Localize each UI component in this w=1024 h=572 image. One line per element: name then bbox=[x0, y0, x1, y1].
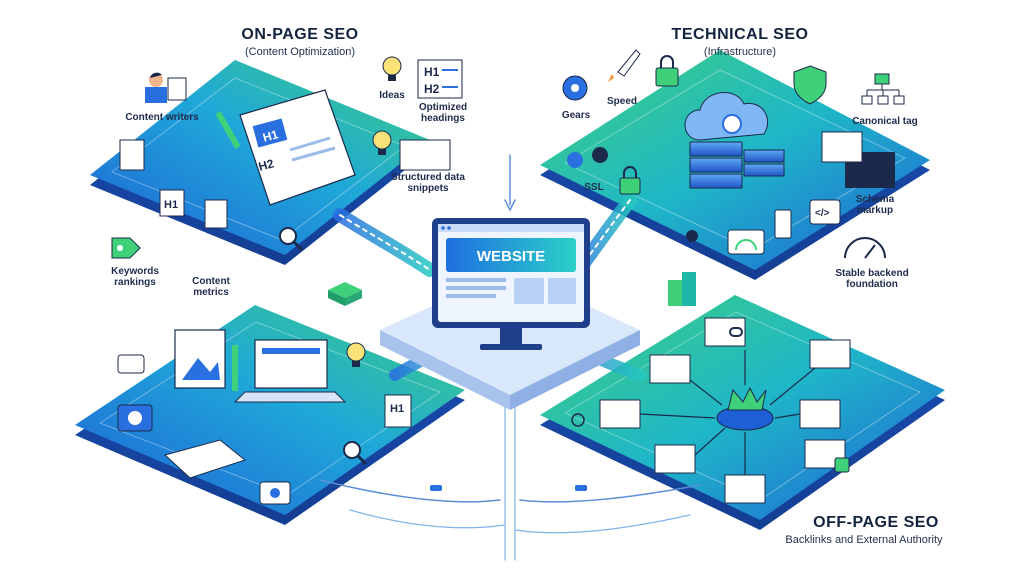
bug-icon bbox=[686, 230, 698, 242]
backlink-page-6-icon bbox=[799, 399, 841, 429]
document-icon bbox=[167, 77, 187, 101]
svg-text:H1: H1 bbox=[424, 65, 440, 79]
chat-bubble-icon bbox=[117, 354, 145, 374]
label-content-metrics: Content metrics bbox=[192, 276, 230, 298]
h2-tag: H2 bbox=[257, 156, 276, 174]
gear-2-icon bbox=[567, 147, 608, 168]
laptop-icon bbox=[233, 339, 347, 403]
gear-icon bbox=[562, 75, 588, 101]
technical-icons: </> bbox=[562, 49, 905, 259]
server-icon bbox=[689, 141, 785, 189]
backlink-page-7-icon bbox=[809, 339, 851, 369]
label-content-writers: Content writers bbox=[125, 112, 199, 123]
label-canonical: Canonical tag bbox=[852, 116, 918, 127]
link-arrows bbox=[639, 350, 816, 475]
image-frame-icon bbox=[174, 329, 226, 389]
onpage-title: ON-PAGE SEO bbox=[241, 26, 359, 43]
speed-gauge-icon bbox=[727, 229, 765, 255]
pencil-2-icon bbox=[232, 345, 238, 391]
technical-subtitle: (Infrastructure) bbox=[703, 46, 777, 58]
content-icons: H1 bbox=[117, 329, 412, 505]
metrics-doc-icon bbox=[204, 199, 228, 229]
onpage-icons: H1 H2 H1 H2 H1 bbox=[111, 56, 463, 259]
website-label: WEBSITE bbox=[477, 248, 545, 265]
h1-tag: H1 bbox=[261, 127, 280, 145]
chain-link-icon bbox=[729, 327, 743, 337]
gauge-icon bbox=[844, 237, 886, 259]
camera-icon bbox=[117, 404, 153, 432]
magnifier-icon bbox=[279, 227, 304, 252]
backlink-page-5-icon bbox=[724, 474, 766, 504]
center-website: WEBSITE bbox=[380, 218, 640, 410]
h1-h2-card-icon: H1 H2 bbox=[417, 59, 463, 99]
offpage-title: OFF-PAGE SEO bbox=[813, 514, 939, 531]
label-speed: Speed bbox=[606, 96, 637, 107]
label-gears: Gears bbox=[561, 110, 591, 121]
sitemap-icon bbox=[861, 73, 905, 105]
ssl-lock-icon bbox=[619, 166, 641, 195]
offpage-icons bbox=[571, 317, 851, 504]
decor-cubes bbox=[328, 272, 696, 306]
label-ssl: SSL bbox=[584, 182, 604, 193]
label-structured-data: Structured data snippets bbox=[391, 172, 465, 194]
backlink-page-2-icon bbox=[649, 354, 691, 384]
lightbulb-icon bbox=[382, 56, 402, 81]
label-stable: Stable backend foundation bbox=[835, 268, 909, 290]
lightbulb-3-icon bbox=[346, 342, 366, 367]
schema-code-icon: </> bbox=[809, 199, 841, 225]
globe-icon bbox=[571, 413, 585, 427]
onpage-subtitle: (Content Optimization) bbox=[244, 46, 356, 58]
technical-title: TECHNICAL SEO bbox=[671, 26, 809, 43]
mobile-icon bbox=[774, 209, 792, 239]
rocket-icon bbox=[608, 49, 641, 82]
label-keywords: Keywords rankings bbox=[111, 266, 159, 288]
label-ideas: Ideas bbox=[379, 90, 405, 101]
lock-icon bbox=[655, 55, 679, 87]
crown-icon bbox=[716, 386, 774, 431]
svg-text:H2: H2 bbox=[424, 82, 440, 96]
backlink-page-4-icon bbox=[654, 444, 696, 474]
cloud-icon bbox=[684, 92, 769, 141]
pencil-icon bbox=[215, 111, 241, 149]
h1-doc-icon bbox=[384, 394, 412, 428]
content-writer-icon bbox=[145, 72, 167, 103]
lightbulb-2-icon bbox=[372, 130, 392, 155]
headings-document-icon: H1 H2 bbox=[239, 89, 356, 206]
label-optimized-headings: Optimized headings bbox=[418, 102, 468, 124]
svg-text:H1: H1 bbox=[390, 403, 404, 415]
offpage-subtitle: Backlinks and External Authority bbox=[785, 534, 943, 546]
svg-text:H1: H1 bbox=[164, 199, 178, 211]
backlink-page-1-icon bbox=[704, 317, 746, 347]
code-snippet-icon bbox=[399, 139, 451, 171]
svg-text:</>: </> bbox=[815, 208, 830, 219]
document-stack-icon bbox=[119, 139, 145, 171]
magnifier-2-icon bbox=[343, 441, 368, 466]
like-icon bbox=[834, 457, 850, 473]
backlink-page-3-icon bbox=[599, 399, 641, 429]
shield-icon bbox=[793, 65, 827, 105]
label-schema: Schema markup bbox=[855, 194, 895, 216]
h1-card-icon bbox=[159, 189, 185, 217]
keyword-tag-icon bbox=[111, 237, 141, 259]
settings-card-icon bbox=[259, 481, 291, 505]
code-window-2-icon bbox=[821, 131, 863, 163]
notebook-icon bbox=[163, 439, 247, 479]
